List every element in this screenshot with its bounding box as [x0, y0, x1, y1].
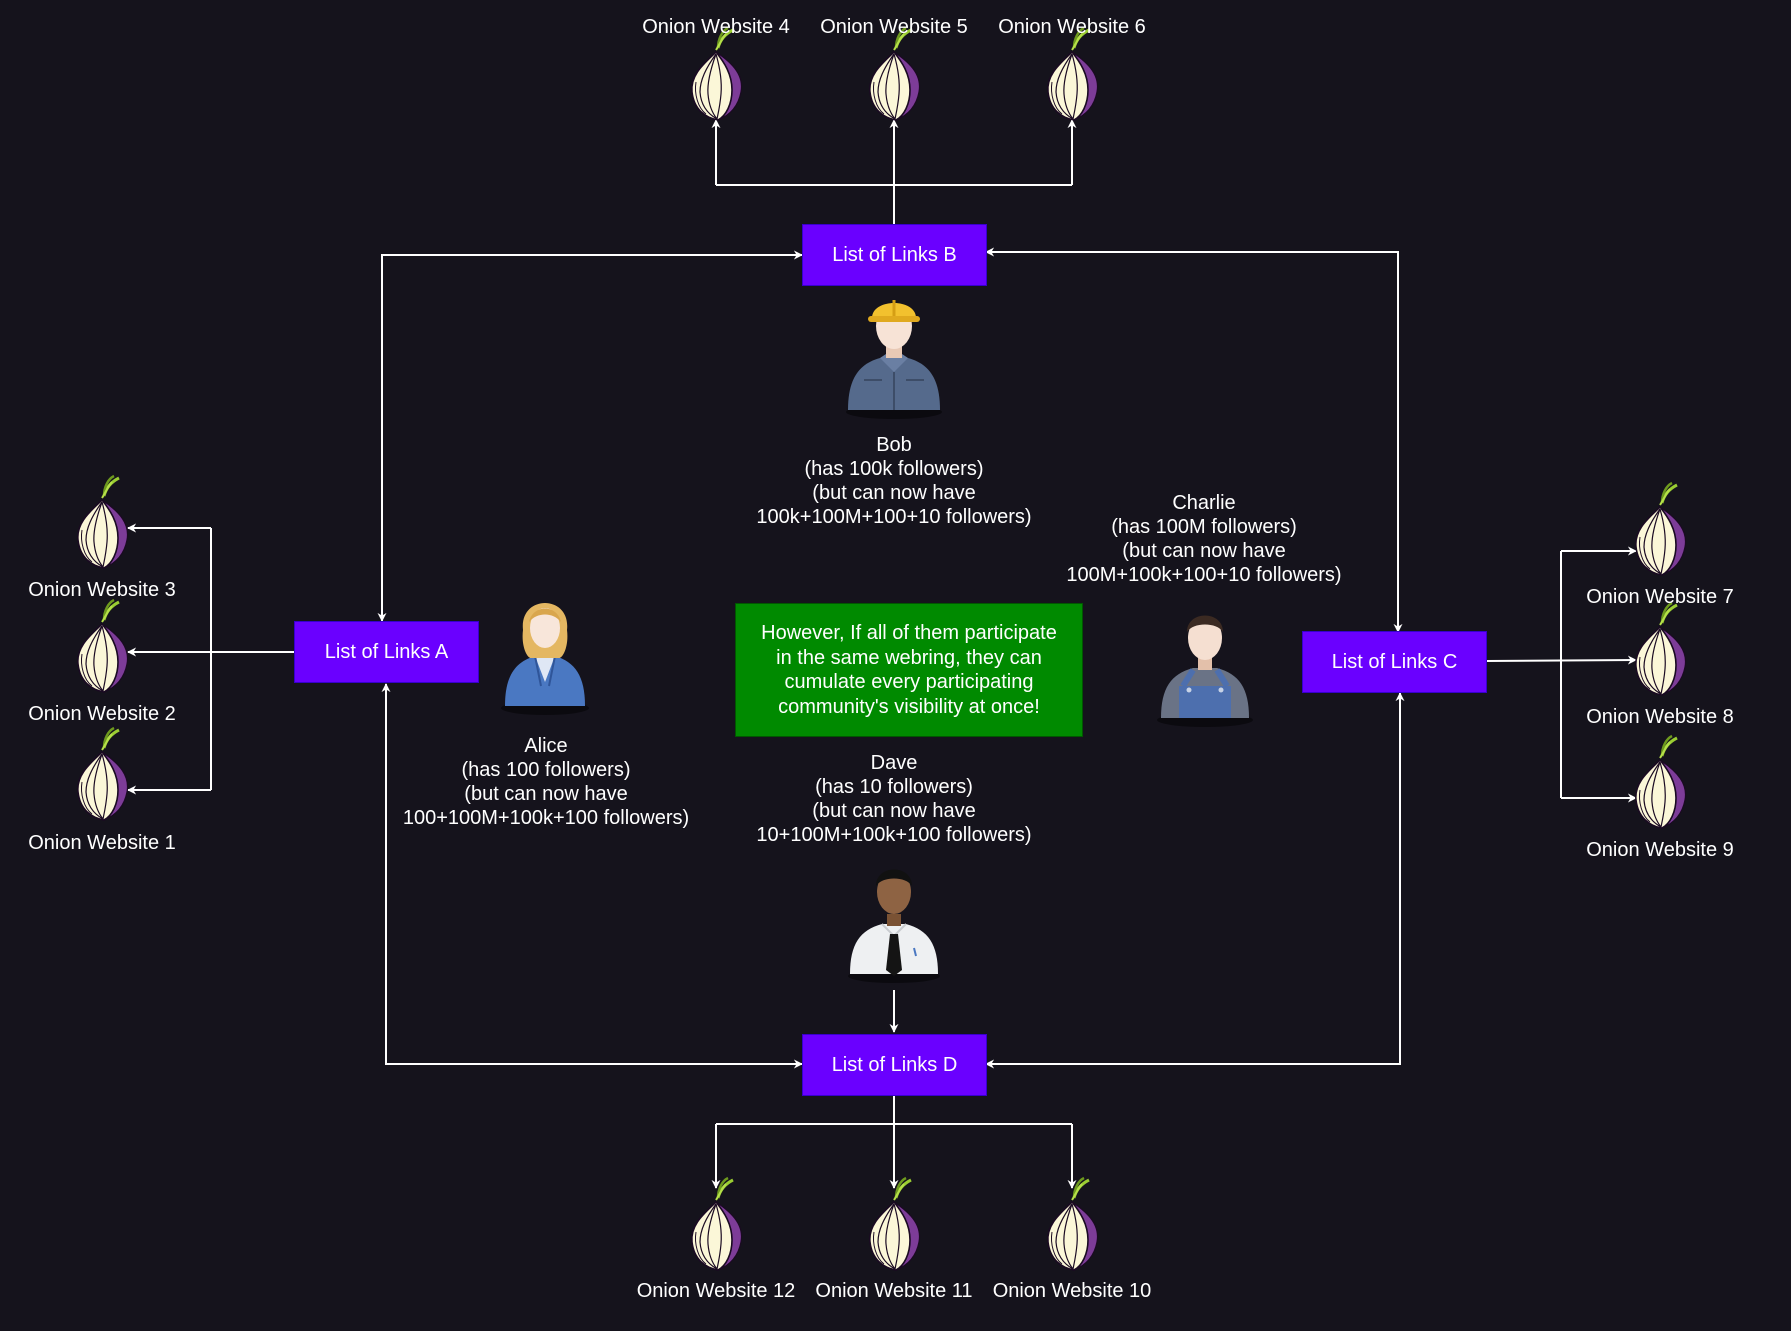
connector-b-to-sites [711, 119, 1077, 224]
note-line: cumulate every participating [784, 671, 1034, 693]
note-line: community's visibility at once! [778, 695, 1040, 718]
person-name: Bob [876, 434, 912, 456]
tor-onion-icon [1634, 601, 1688, 697]
person-followers: (has 10 followers) [815, 776, 973, 798]
list-of-links-a: List of Links A [294, 621, 479, 683]
onion-site-label: Onion Website 7 [1586, 586, 1734, 608]
tor-onion-icon [868, 1176, 922, 1272]
person-potential: (but can now have [812, 800, 976, 822]
tor-onion-icon [1046, 1176, 1100, 1272]
businessman-tie-avatar-icon [848, 869, 940, 983]
person-followers: (has 100k followers) [804, 458, 984, 480]
person-label-alice: Alice (has 100 followers) (but can now h… [386, 734, 706, 830]
connector-d-to-sites [711, 1094, 1077, 1189]
person-potential: (but can now have [1122, 540, 1286, 562]
webring-note: However, If all of them participate in t… [735, 603, 1083, 737]
person-followers: (has 100 followers) [461, 759, 631, 781]
tor-onion-icon [690, 1176, 744, 1272]
person-potential-sum: 100k+100M+100+10 followers) [756, 506, 1032, 528]
onion-site-label: Onion Website 10 [992, 1280, 1152, 1302]
tor-onion-icon [868, 26, 922, 122]
onion-site-label: Onion Website 5 [820, 16, 968, 38]
person-label-charlie: Charlie (has 100M followers) (but can no… [1044, 491, 1364, 587]
tor-onion-icon [76, 726, 130, 822]
person-potential-sum: 100+100M+100k+100 followers) [402, 807, 690, 829]
onion-site-label: Onion Website 9 [1586, 839, 1734, 861]
connector-c-d [985, 692, 1405, 1069]
businesswoman-avatar-icon [501, 603, 589, 715]
connector-b-c [985, 247, 1403, 633]
person-potential: (but can now have [464, 783, 628, 805]
tor-onion-icon [1634, 734, 1688, 830]
worker-hardhat-avatar-icon [846, 300, 942, 419]
person-followers: (has 100M followers) [1111, 516, 1297, 538]
tor-onion-icon [76, 474, 130, 570]
list-of-links-d: List of Links D [802, 1034, 987, 1096]
note-line: However, If all of them participate [761, 622, 1057, 644]
connector-a-to-sites [127, 523, 294, 795]
onion-site-label: Onion Website 12 [636, 1280, 796, 1302]
person-name: Charlie [1172, 492, 1236, 514]
connector-c-to-sites [1485, 546, 1637, 803]
tor-onion-icon [690, 26, 744, 122]
onion-site-label: Onion Website 3 [28, 579, 176, 601]
onion-site-label: Onion Website 2 [28, 703, 176, 725]
list-of-links-c: List of Links C [1302, 631, 1487, 693]
note-line: in the same webring, they can [776, 646, 1042, 669]
person-potential-sum: 10+100M+100k+100 followers) [756, 824, 1032, 846]
onion-site-label: Onion Website 4 [642, 16, 790, 38]
connector-a-d [381, 683, 803, 1069]
tor-onion-icon [1634, 481, 1688, 577]
tor-onion-icon [76, 598, 130, 694]
onion-site-label: Onion Website 8 [1586, 706, 1734, 728]
onion-site-label: Onion Website 6 [998, 16, 1146, 38]
person-name: Dave [870, 752, 918, 774]
person-potential-sum: 100M+100k+100+10 followers) [1066, 564, 1342, 586]
onion-site-label: Onion Website 11 [815, 1280, 973, 1302]
person-name: Alice [524, 735, 568, 757]
onion-site-label: Onion Website 1 [28, 832, 176, 854]
person-label-dave: Dave (has 10 followers) (but can now hav… [734, 751, 1054, 847]
connector-a-b [377, 250, 803, 622]
person-potential: (but can now have [812, 482, 976, 504]
worker-overalls-avatar-icon [1157, 615, 1253, 727]
list-of-links-b: List of Links B [802, 224, 987, 286]
tor-onion-icon [1046, 26, 1100, 122]
person-label-bob: Bob (has 100k followers) (but can now ha… [734, 433, 1054, 529]
